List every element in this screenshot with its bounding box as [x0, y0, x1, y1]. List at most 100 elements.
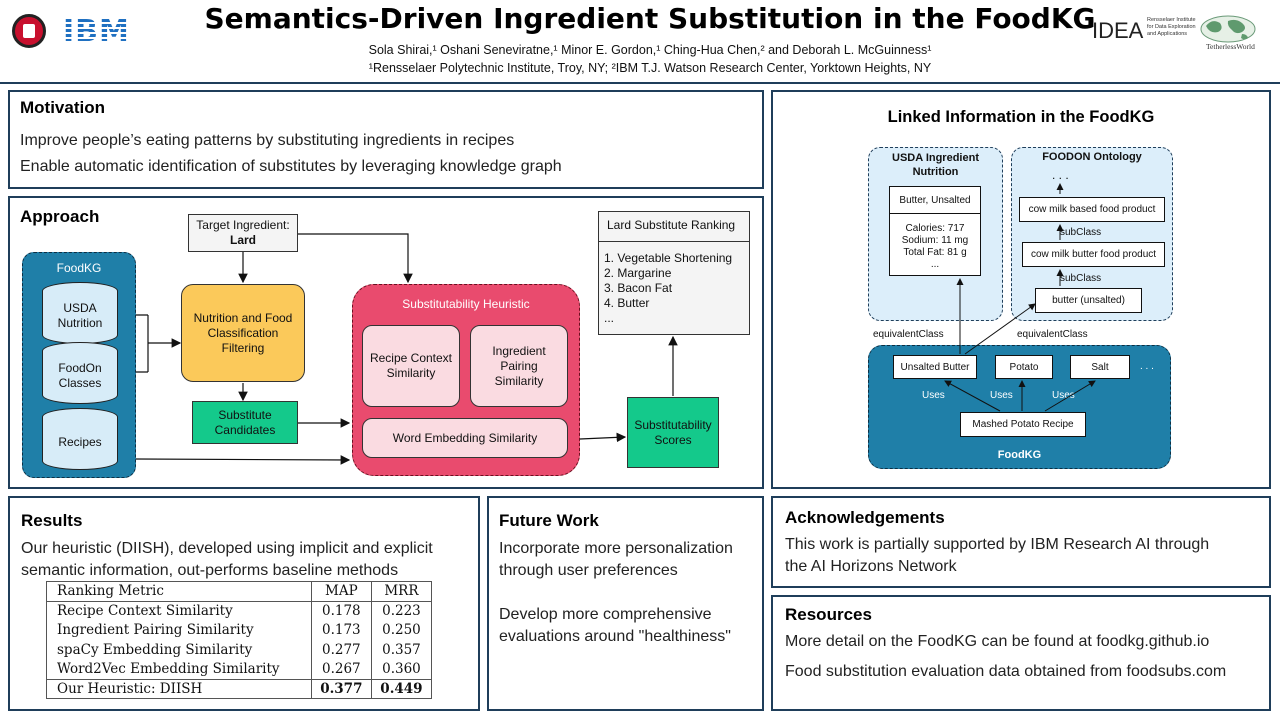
nutrition-value: Sodium: 11 mg [901, 235, 969, 246]
equivalent-class-label: equivalentClass [1017, 329, 1088, 340]
table-row: Our Heuristic: DIISH 0.377 0.449 [46, 678, 432, 699]
ingredient-pairing-box: Ingredient Pairing Similarity [470, 325, 568, 407]
ranking-item: 4. Butter [604, 296, 650, 310]
results-table: Ranking Metric MAP MRR Recipe Context Si… [46, 581, 432, 699]
filtering-box: Nutrition and Food Classification Filter… [181, 284, 305, 382]
ranking-item: 1. Vegetable Shortening [604, 251, 733, 265]
subclass-label: subClass [1060, 273, 1102, 284]
foodkg-graph-label: FoodKG [997, 449, 1042, 461]
usda-record: Butter, Unsalted Calories: 717 Sodium: 1… [889, 186, 981, 276]
foodon-classes-db: FoodOn Classes [42, 342, 118, 404]
idea-logo-subtitle: Rensselaer Institute for Data Exploratio… [1147, 17, 1196, 37]
resources-line-foodsubs: Food substitution evaluation data obtain… [785, 663, 1227, 680]
butter-unsalted-class-node: butter (unsalted) [1035, 288, 1142, 313]
acknowledgements-panel: Acknowledgements This work is partially … [771, 496, 1271, 588]
table-cell: 0.277 [311, 640, 372, 660]
table-header-cell: Ranking Metric [46, 581, 312, 602]
table-cell: 0.173 [311, 620, 372, 640]
resources-heading: Resources [785, 605, 872, 624]
usda-record-name: Butter, Unsalted [890, 187, 980, 214]
equivalent-class-label: equivalentClass [873, 329, 944, 340]
ranking-item: 2. Margarine [604, 266, 672, 280]
cow-milk-based-node: cow milk based food product [1019, 197, 1165, 222]
tetherless-world-logo: TetherlessWorld [1206, 42, 1255, 51]
rpi-seal-logo [12, 14, 46, 48]
usda-title: USDA Ingredient Nutrition [892, 152, 979, 178]
table-row: Ingredient Pairing Similarity 0.173 0.25… [46, 620, 432, 640]
poster-title: Semantics-Driven Ingredient Substitution… [204, 2, 1096, 35]
results-heading: Results [21, 511, 83, 530]
author-list: Sola Shirai,¹ Oshani Seneviratne,¹ Minor… [368, 43, 932, 57]
recipe-context-box: Recipe Context Similarity [362, 325, 460, 407]
subclass-label: subClass [1060, 227, 1102, 238]
resources-line-foodkg: More detail on the FoodKG can be found a… [785, 633, 1210, 650]
nutrition-value: ... [930, 259, 940, 270]
table-cell: 0.377 [311, 678, 372, 699]
results-line-2: semantic information, out-performs basel… [21, 562, 399, 579]
future-work-heading: Future Work [499, 511, 599, 530]
uses-label: Uses [990, 390, 1013, 401]
future-work-line: Incorporate more personalization [499, 540, 733, 557]
resources-panel: Resources More detail on the FoodKG can … [771, 595, 1271, 711]
affiliations: ¹Rensselaer Polytechnic Institute, Troy,… [368, 61, 932, 75]
nutrition-value: Calories: 717 [905, 223, 965, 234]
nutrition-value: Total Fat: 81 g [903, 247, 967, 258]
target-ingredient-value: Lard [229, 233, 256, 247]
acknowledgements-line: the AI Horizons Network [785, 558, 957, 575]
table-cell: 0.267 [311, 659, 372, 679]
table-header-cell: MRR [371, 581, 432, 602]
acknowledgements-line: This work is partially supported by IBM … [785, 536, 1210, 553]
potato-node: Potato [995, 355, 1053, 379]
table-cell: 0.178 [311, 601, 372, 621]
foodkg-label: FoodKG [56, 261, 102, 275]
table-row: spaCy Embedding Similarity 0.277 0.357 [46, 640, 432, 660]
table-cell: 0.357 [382, 641, 421, 658]
cow-milk-butter-node: cow milk butter food product [1022, 242, 1165, 267]
substitute-candidates-box: Substitute Candidates [192, 401, 298, 444]
heuristic-label: Substitutability Heuristic [402, 297, 530, 311]
table-cell: Ingredient Pairing Similarity [46, 620, 312, 640]
word-embedding-box: Word Embedding Similarity [362, 418, 568, 458]
ranking-box: Lard Substitute Ranking 1. Vegetable Sho… [598, 211, 750, 335]
table-header-cell: MAP [311, 581, 372, 602]
future-work-line: Develop more comprehensive [499, 606, 712, 623]
table-cell: 0.360 [382, 661, 421, 677]
approach-heading: Approach [20, 207, 100, 226]
mashed-potato-recipe-node: Mashed Potato Recipe [960, 412, 1086, 437]
linked-info-heading: Linked Information in the FoodKG [887, 108, 1155, 126]
table-cell: Word2Vec Embedding Similarity [46, 659, 312, 679]
acknowledgements-heading: Acknowledgements [785, 508, 945, 527]
future-work-line: through user preferences [499, 562, 678, 579]
foodon-title: FOODON Ontology [1042, 151, 1142, 163]
poster-header: IBM Semantics-Driven Ingredient Substitu… [0, 0, 1280, 82]
recipes-db: Recipes [42, 408, 118, 470]
usda-nutrition-db: USDA Nutrition [42, 282, 118, 344]
table-row: Recipe Context Similarity 0.178 0.223 [46, 601, 432, 621]
table-cell: 0.250 [382, 622, 421, 639]
globe-icon [1200, 15, 1256, 43]
ranking-title: Lard Substitute Ranking [599, 212, 749, 242]
motivation-line-1: Improve people’s eating patterns by subs… [20, 132, 515, 149]
target-ingredient-label: Target Ingredient: [196, 218, 290, 232]
ranking-item: 3. Bacon Fat [604, 281, 673, 295]
idea-logo: IDEA [1092, 18, 1144, 43]
table-row: Word2Vec Embedding Similarity 0.267 0.36… [46, 659, 432, 679]
ranking-item: ... [604, 311, 615, 325]
table-cell: Recipe Context Similarity [46, 601, 312, 621]
motivation-heading: Motivation [20, 98, 105, 117]
motivation-panel: Motivation Improve people’s eating patte… [8, 90, 764, 189]
table-header-row: Ranking Metric MAP MRR [46, 581, 432, 602]
uses-label: Uses [922, 390, 945, 401]
future-work-line: evaluations around "healthiness" [499, 628, 731, 645]
table-cell: 0.223 [382, 603, 421, 619]
ibm-logo: IBM [63, 14, 130, 49]
target-ingredient-box: Target Ingredient: Lard [188, 214, 298, 252]
motivation-line-2: Enable automatic identification of subst… [20, 158, 562, 175]
header-divider [0, 82, 1280, 84]
unsalted-butter-node: Unsalted Butter [893, 355, 977, 379]
substitutability-scores-box: Substitutability Scores [627, 397, 719, 468]
results-line-1: Our heuristic (DIISH), developed using i… [21, 540, 433, 557]
future-work-panel: Future Work Incorporate more personaliza… [487, 496, 764, 711]
table-cell: Our Heuristic: DIISH [46, 678, 312, 699]
